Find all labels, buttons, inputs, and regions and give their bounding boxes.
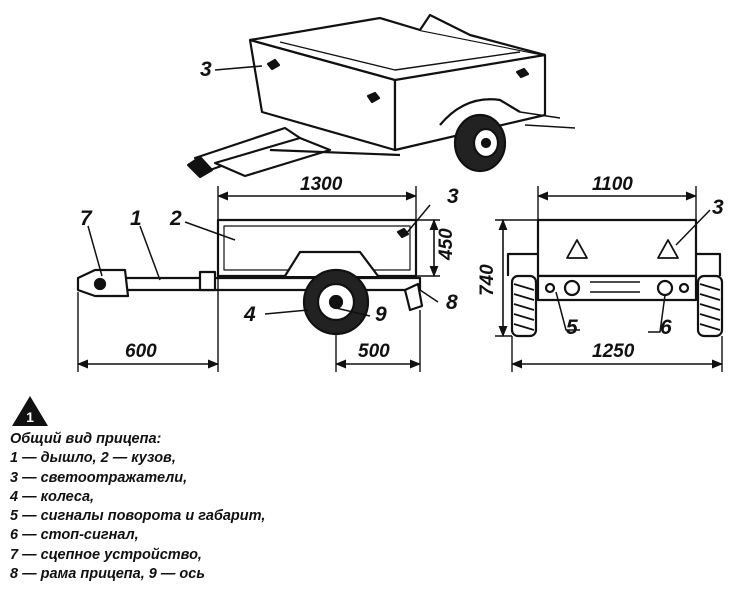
- caption-line: 7 — сцепное устройство,: [10, 546, 202, 563]
- caption-line: 5 — сигналы поворота и габарит,: [10, 508, 266, 525]
- isometric-view: [186, 13, 576, 179]
- dim-drawbar-length: 600: [125, 341, 157, 362]
- dim-body-length: 1300: [300, 174, 343, 195]
- caption-line: 6 — стоп-сигнал,: [10, 527, 139, 544]
- label-reflector-rear: 3: [712, 196, 724, 219]
- label-axle: 9: [375, 303, 387, 326]
- dim-overall-height: 740: [477, 264, 498, 296]
- caption-title: Общий вид прицепа:: [10, 431, 162, 447]
- label-reflector-side: 3: [447, 185, 459, 208]
- label-stop-signal: 6: [660, 316, 672, 339]
- caption-line: 1 — дышло, 2 — кузов,: [10, 450, 176, 467]
- figure-caption: Общий вид прицепа: 1 — дышло, 2 — кузов,…: [10, 430, 510, 584]
- trailer-drawing: 3: [76, 13, 724, 372]
- dim-axle-offset: 500: [358, 341, 390, 362]
- caption-line: 8 — рама прицепа, 9 — ось: [10, 566, 205, 583]
- caption-line: 3 — светоотражатели,: [10, 469, 188, 486]
- label-drawbar: 1: [130, 207, 142, 230]
- dim-width-top: 1100: [592, 174, 633, 195]
- label-body-side: 2: [169, 207, 182, 230]
- side-view: [76, 186, 440, 372]
- figure-number-badge: 1: [12, 396, 48, 426]
- label-coupling: 7: [80, 207, 93, 230]
- label-wheel: 4: [243, 303, 256, 326]
- label-body-top: 3: [200, 58, 212, 81]
- dim-overall-width: 1250: [592, 341, 635, 362]
- label-turn-signal: 5: [566, 316, 578, 339]
- figure-number: 1: [26, 409, 34, 425]
- rear-view: [495, 186, 724, 372]
- label-frame: 8: [446, 291, 458, 314]
- caption-line: 4 — колеса,: [10, 488, 95, 505]
- dim-body-height: 450: [436, 228, 457, 261]
